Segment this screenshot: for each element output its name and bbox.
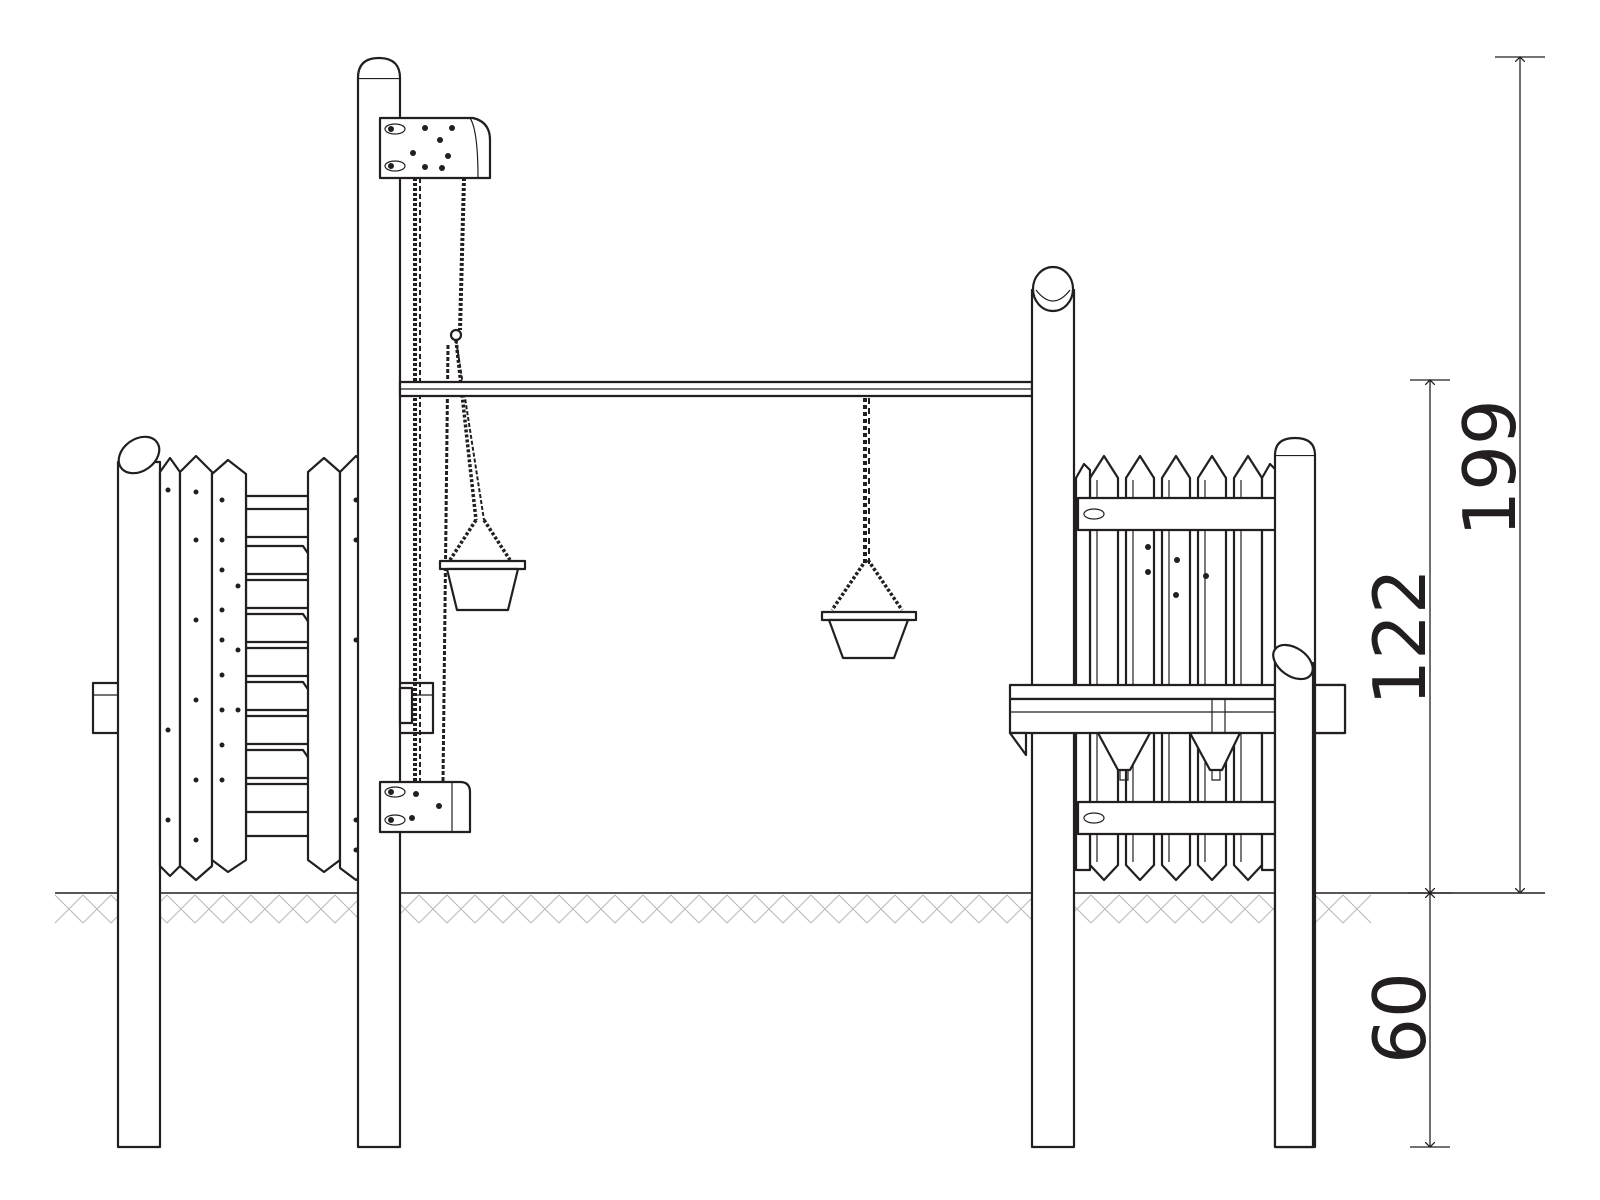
right-tower (1008, 265, 1347, 1149)
fence-bolts (1145, 544, 1209, 598)
dimension-122-label: 122 (1358, 568, 1442, 705)
dimension-60-label: 60 (1358, 972, 1442, 1064)
bottom-pulley-box (378, 780, 472, 834)
ground-hatch-lines (54, 894, 1372, 924)
pulley-bucket (438, 559, 527, 612)
ground-hatch (54, 894, 1372, 924)
crossbar (398, 380, 1034, 725)
plank-bolts (165, 487, 359, 853)
fence-pickets (1074, 454, 1278, 882)
left-climbing-wall (91, 435, 435, 1149)
top-pulley-box (378, 116, 492, 180)
dimension-lines (1408, 57, 1545, 1147)
pulley-post (356, 56, 527, 1149)
dimension-199-label: 199 (1448, 399, 1532, 536)
hanging-bucket (820, 398, 918, 660)
